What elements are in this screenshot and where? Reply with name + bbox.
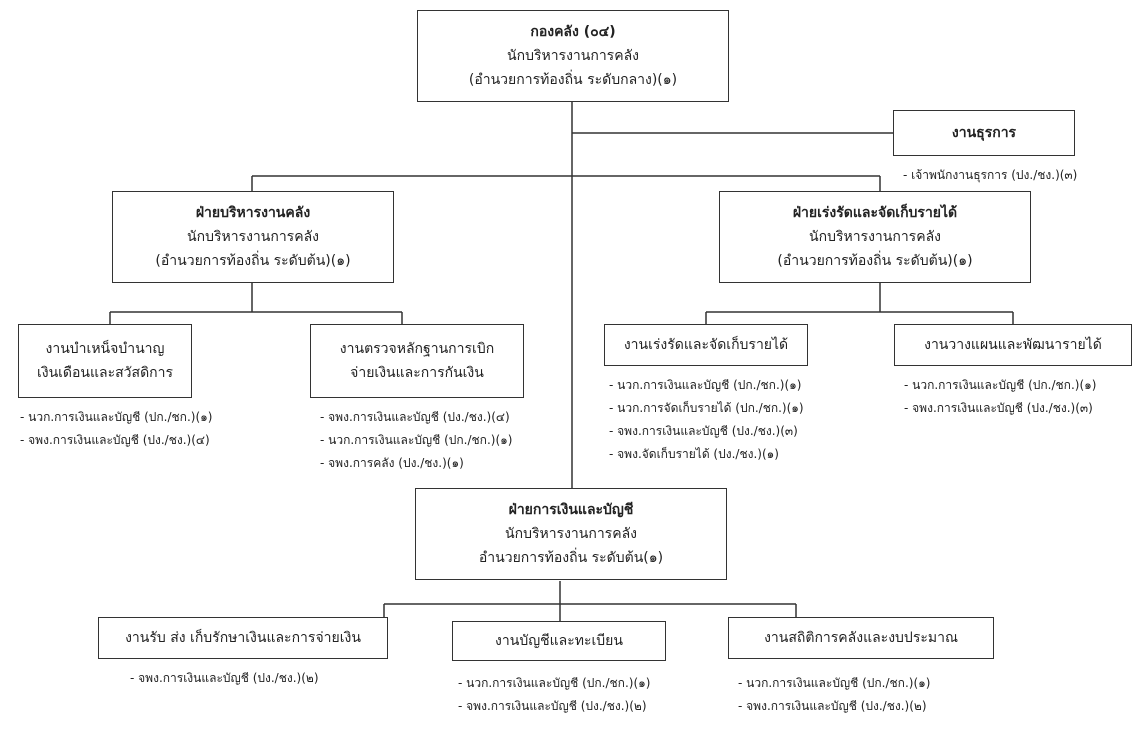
audit-unit-line1: งานตรวจหลักฐานการเบิก (339, 341, 495, 357)
accounting-unit-staff: - นวก.การเงินและบัญชี (ปก./ชก.)(๑) - จพง… (458, 672, 650, 718)
revenue-division-title: ฝ่ายเร่งรัดและจัดเก็บรายได้ (792, 205, 958, 221)
director-title: กองคลัง (๐๔) (530, 24, 616, 40)
admin-division-title: ฝ่ายบริหารงานคลัง (195, 205, 311, 221)
director-box: กองคลัง (๐๔) นักบริหารงานการคลัง (อำนวยก… (417, 10, 729, 102)
staff-item: - นวก.การเงินและบัญชี (ปก./ชก.)(๑) (458, 676, 651, 690)
finance-division-position: นักบริหารงานการคลัง (505, 526, 637, 542)
staff-item: - จพง.การเงินและบัญชี (ปง./ชง.)(๔) (20, 433, 210, 447)
admin-division-level: (อำนวยการท้องถิ่น ระดับต้น)(๑) (155, 253, 351, 269)
collection-unit-box: งานเร่งรัดและจัดเก็บรายได้ (604, 324, 808, 366)
staff-item: - จพง.การเงินและบัญชี (ปง./ชง.)(๒) (738, 699, 927, 713)
finance-division-box: ฝ่ายการเงินและบัญชี นักบริหารงานการคลัง … (415, 488, 727, 580)
director-position: นักบริหารงานการคลัง (507, 48, 639, 64)
revenue-division-box: ฝ่ายเร่งรัดและจัดเก็บรายได้ นักบริหารงาน… (719, 191, 1031, 283)
pension-unit-line2: เงินเดือนและสวัสดิการ (36, 365, 174, 381)
staff-item: - เจ้าพนักงานธุรการ (ปง./ชง.)(๓) (903, 168, 1078, 182)
collection-unit-staff: - นวก.การเงินและบัญชี (ปก./ชก.)(๑) - นวก… (609, 374, 804, 466)
director-level: (อำนวยการท้องถิ่น ระดับกลาง)(๑) (468, 72, 678, 88)
staff-item: - นวก.การเงินและบัญชี (ปก./ชก.)(๑) (609, 378, 802, 392)
pension-unit-staff: - นวก.การเงินและบัญชี (ปก./ชก.)(๑) - จพง… (20, 406, 212, 452)
general-affairs-staff: - เจ้าพนักงานธุรการ (ปง./ชง.)(๓) (903, 164, 1077, 187)
staff-item: - จพง.จัดเก็บรายได้ (ปง./ชง.)(๑) (609, 447, 779, 461)
statistics-unit-title: งานสถิติการคลังและงบประมาณ (764, 630, 958, 646)
staff-item: - จพง.การเงินและบัญชี (ปง./ชง.)(๓) (609, 424, 798, 438)
audit-unit-staff: - จพง.การเงินและบัญชี (ปง./ชง.)(๔) - นวก… (320, 406, 512, 475)
admin-division-box: ฝ่ายบริหารงานคลัง นักบริหารงานการคลัง (อ… (112, 191, 394, 283)
general-affairs-box: งานธุรการ (893, 110, 1075, 156)
staff-item: - นวก.การจัดเก็บรายได้ (ปก./ชก.)(๑) (609, 401, 804, 415)
accounting-unit-box: งานบัญชีและทะเบียน (452, 621, 666, 661)
staff-item: - จพง.การเงินและบัญชี (ปง./ชง.)(๒) (130, 671, 319, 685)
staff-item: - นวก.การเงินและบัญชี (ปก./ชก.)(๑) (320, 433, 513, 447)
planning-unit-staff: - นวก.การเงินและบัญชี (ปก./ชก.)(๑) - จพง… (904, 374, 1096, 420)
accounting-unit-title: งานบัญชีและทะเบียน (495, 633, 623, 649)
finance-division-level: อำนวยการท้องถิ่น ระดับต้น(๑) (478, 550, 664, 566)
statistics-unit-box: งานสถิติการคลังและงบประมาณ (728, 617, 994, 659)
admin-division-position: นักบริหารงานการคลัง (187, 229, 319, 245)
staff-item: - นวก.การเงินและบัญชี (ปก./ชก.)(๑) (904, 378, 1097, 392)
finance-division-title: ฝ่ายการเงินและบัญชี (508, 502, 634, 518)
pension-unit-box: งานบำเหน็จบำนาญ เงินเดือนและสวัสดิการ (18, 324, 192, 398)
staff-item: - นวก.การเงินและบัญชี (ปก./ชก.)(๑) (20, 410, 213, 424)
pension-unit-line1: งานบำเหน็จบำนาญ (45, 341, 165, 357)
audit-unit-line2: จ่ายเงินและการกันเงิน (350, 365, 484, 381)
collection-unit-title: งานเร่งรัดและจัดเก็บรายได้ (623, 337, 789, 353)
general-affairs-title: งานธุรการ (951, 125, 1017, 141)
cash-unit-staff: - จพง.การเงินและบัญชี (ปง./ชง.)(๒) (130, 667, 319, 690)
staff-item: - จพง.การเงินและบัญชี (ปง./ชง.)(๔) (320, 410, 510, 424)
planning-unit-box: งานวางแผนและพัฒนารายได้ (894, 324, 1132, 366)
revenue-division-position: นักบริหารงานการคลัง (809, 229, 941, 245)
staff-item: - จพง.การเงินและบัญชี (ปง./ชง.)(๒) (458, 699, 647, 713)
planning-unit-title: งานวางแผนและพัฒนารายได้ (924, 337, 1102, 353)
cash-unit-title: งานรับ ส่ง เก็บรักษาเงินและการจ่ายเงิน (125, 630, 361, 646)
audit-unit-box: งานตรวจหลักฐานการเบิก จ่ายเงินและการกันเ… (310, 324, 524, 398)
staff-item: - นวก.การเงินและบัญชี (ปก./ชก.)(๑) (738, 676, 931, 690)
staff-item: - จพง.การเงินและบัญชี (ปง./ชง.)(๓) (904, 401, 1093, 415)
revenue-division-level: (อำนวยการท้องถิ่น ระดับต้น)(๑) (777, 253, 973, 269)
cash-unit-box: งานรับ ส่ง เก็บรักษาเงินและการจ่ายเงิน (98, 617, 388, 659)
statistics-unit-staff: - นวก.การเงินและบัญชี (ปก./ชก.)(๑) - จพง… (738, 672, 930, 718)
staff-item: - จพง.การคลัง (ปง./ชง.)(๑) (320, 456, 464, 470)
